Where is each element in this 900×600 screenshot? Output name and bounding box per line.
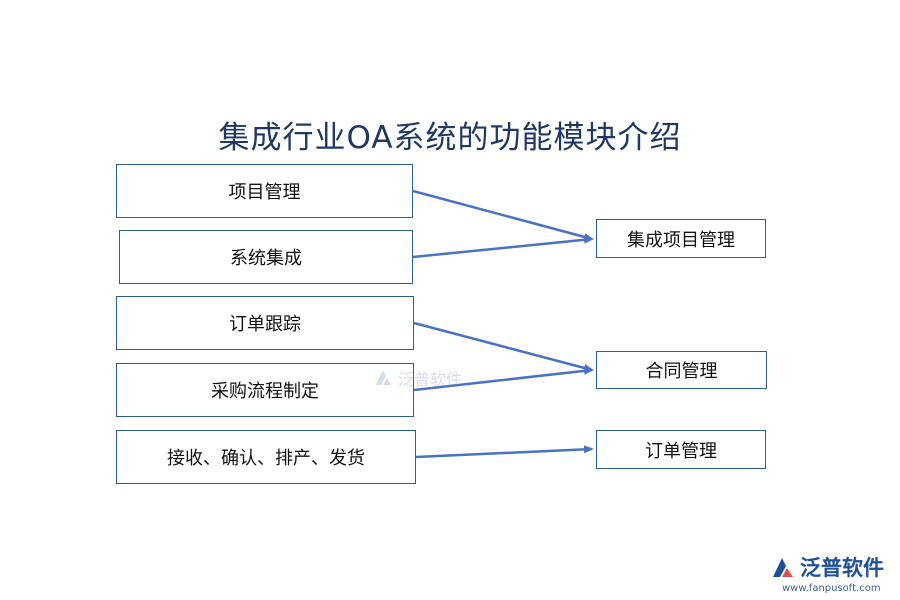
center-watermark: 泛普软件 bbox=[372, 366, 462, 390]
fanpu-logo-icon bbox=[376, 370, 391, 385]
left-box-label: 项目管理 bbox=[228, 182, 301, 203]
right-box-integrated-project-management: 集成项目管理 bbox=[596, 219, 766, 258]
logo-url: www.fanpusoft.com bbox=[782, 583, 881, 594]
left-box-system-integration: 系统集成 bbox=[119, 230, 413, 284]
right-box-label: 订单管理 bbox=[645, 440, 717, 462]
arrow-project-to-integrated bbox=[412, 189, 594, 241]
left-box-label: 接收、确认、排产、发货 bbox=[167, 448, 365, 469]
left-box-procurement-process: 采购流程制定 bbox=[116, 363, 414, 417]
diagram-title: 集成行业OA系统的功能模块介绍 bbox=[218, 120, 682, 156]
watermark-text: 泛普软件 bbox=[398, 370, 463, 389]
fanpu-logo-icon bbox=[773, 558, 793, 577]
left-box-label: 系统集成 bbox=[230, 248, 302, 269]
right-box-contract-management: 合同管理 bbox=[596, 351, 767, 389]
brand-logo: 泛普软件 bbox=[770, 556, 884, 580]
right-box-order-management: 订单管理 bbox=[596, 430, 766, 469]
arrow-system-to-integrated bbox=[412, 235, 594, 259]
right-box-label: 集成项目管理 bbox=[627, 229, 735, 251]
arrow-procurement-to-contract bbox=[413, 366, 594, 392]
right-box-label: 合同管理 bbox=[645, 361, 718, 382]
left-box-label: 订单跟踪 bbox=[229, 314, 301, 335]
left-box-receive-confirm-schedule-ship: 接收、确认、排产、发货 bbox=[116, 430, 416, 484]
left-box-label: 采购流程制定 bbox=[211, 381, 319, 402]
left-box-order-tracking: 订单跟踪 bbox=[116, 296, 414, 350]
arrow-receive-to-order-management bbox=[415, 445, 594, 459]
logo-text: 泛普软件 bbox=[800, 556, 884, 580]
left-box-project-management: 项目管理 bbox=[116, 164, 413, 218]
arrow-order-tracking-to-contract bbox=[413, 321, 594, 372]
